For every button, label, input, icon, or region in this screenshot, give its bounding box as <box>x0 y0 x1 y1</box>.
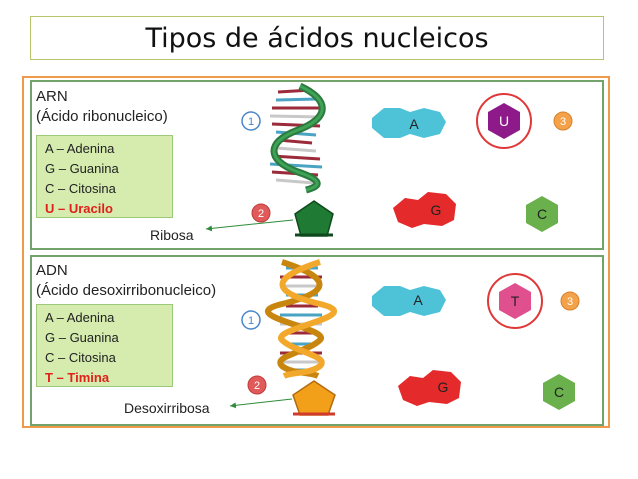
svg-text:A: A <box>413 292 423 308</box>
callout-1-adn: 1 <box>241 310 261 330</box>
svg-text:C: C <box>537 206 547 222</box>
title-box: Tipos de ácidos nucleicos <box>30 16 604 60</box>
callout-3-adn: 3 <box>560 291 580 311</box>
callout-1-arn: 1 <box>241 111 261 131</box>
adn-heading: ADN <box>36 262 68 279</box>
arn-legend-cytosine: C – Citosina <box>45 181 116 196</box>
deoxyribose-pentagon-icon <box>292 380 336 416</box>
ribose-label: Ribosa <box>150 227 194 243</box>
adenine-icon-adn: A <box>372 286 446 316</box>
svg-text:3: 3 <box>560 116 566 128</box>
callout-3-arn: 3 <box>553 111 573 131</box>
svg-text:2: 2 <box>258 208 264 220</box>
adn-legend: A – Adenina G – Guanina C – Citosina T –… <box>36 304 173 387</box>
svg-text:G: G <box>438 379 449 395</box>
svg-text:U: U <box>499 113 509 129</box>
adn-legend-adenine: A – Adenina <box>45 310 115 325</box>
adn-subheading: (Ácido desoxirribonucleico) <box>36 282 217 299</box>
page-title: Tipos de ácidos nucleicos <box>145 22 489 54</box>
arn-heading: ARN <box>36 88 68 105</box>
adenine-icon-arn: A <box>372 108 446 138</box>
adn-legend-thymine: T – Timina <box>45 370 110 385</box>
svg-text:3: 3 <box>567 296 573 308</box>
callout-2-adn: 2 <box>247 375 267 395</box>
thymine-icon: T <box>487 273 543 329</box>
arn-panel: ARN (Ácido ribonucleico) A – Adenina G –… <box>30 80 604 250</box>
arn-legend-guanine: G – Guanina <box>45 161 119 176</box>
deoxyribose-label: Desoxirribosa <box>124 400 210 416</box>
cytosine-icon-arn: C <box>526 196 558 232</box>
guanine-icon-adn: G <box>398 370 461 406</box>
svg-text:A: A <box>409 116 419 132</box>
adn-legend-guanine: G – Guanina <box>45 330 119 345</box>
arn-legend: A – Adenina G – Guanina C – Citosina U –… <box>36 135 173 218</box>
callout-2-arn: 2 <box>251 203 271 223</box>
arn-legend-uracil: U – Uracilo <box>45 201 113 216</box>
adn-legend-cytosine: C – Citosina <box>45 350 116 365</box>
svg-text:G: G <box>431 202 442 218</box>
guanine-icon-arn: G <box>393 192 456 228</box>
outer-frame <box>22 76 610 428</box>
cytosine-icon-adn: C <box>543 374 575 410</box>
svg-text:T: T <box>511 293 520 309</box>
arn-subheading: (Ácido ribonucleico) <box>36 108 168 125</box>
ribose-arrow <box>205 219 294 232</box>
rna-helix-icon <box>269 82 326 194</box>
svg-text:1: 1 <box>248 315 254 327</box>
svg-text:1: 1 <box>248 116 254 128</box>
uracil-icon: U <box>476 93 532 149</box>
arn-legend-adenine: A – Adenina <box>45 141 115 156</box>
adn-panel: ADN (Ácido desoxirribonucleico) A – Aden… <box>30 255 604 426</box>
dna-double-helix-icon <box>264 259 338 379</box>
svg-text:2: 2 <box>254 380 260 392</box>
svg-text:C: C <box>554 384 564 400</box>
ribose-pentagon-icon <box>294 200 334 237</box>
deoxyribose-arrow <box>229 398 293 409</box>
